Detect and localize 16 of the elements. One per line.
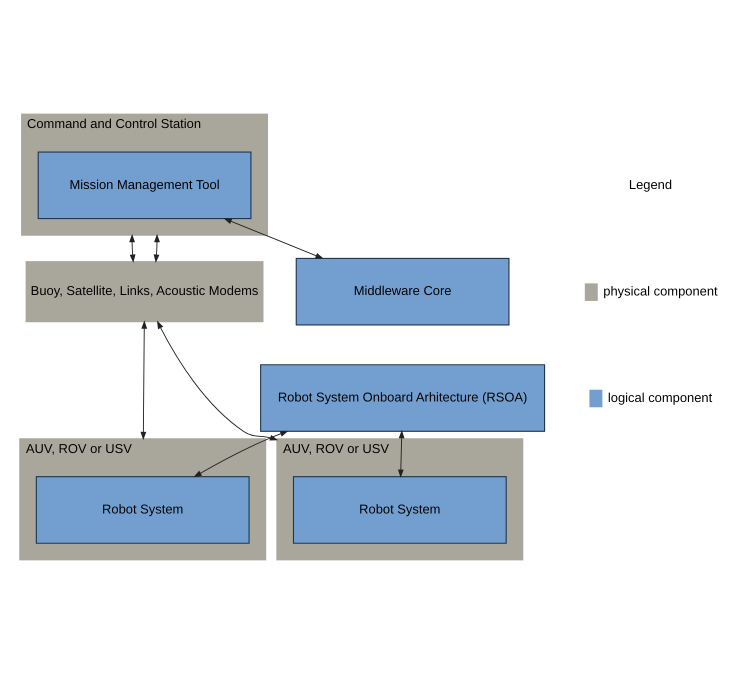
node-box: Buoy, Satellite, Links, Acoustic Modems — [26, 261, 264, 322]
node-box: Middleware Core — [296, 258, 510, 326]
arrow — [398, 430, 405, 478]
arrow — [224, 218, 324, 259]
arrow — [156, 320, 278, 440]
arrow — [129, 234, 136, 263]
node-box: Robot System — [36, 476, 250, 544]
arrow — [154, 234, 160, 263]
legend-label: physical component — [603, 284, 718, 299]
arrow — [193, 430, 288, 478]
label: Legend — [628, 176, 672, 192]
node-box: Mission Management Tool — [38, 151, 252, 220]
legend-label: logical component — [608, 390, 712, 405]
node-box: Robot System Onboard Arhitecture (RSOA) — [260, 364, 546, 432]
node-box: Robot System — [292, 476, 507, 544]
arrow — [140, 320, 148, 440]
